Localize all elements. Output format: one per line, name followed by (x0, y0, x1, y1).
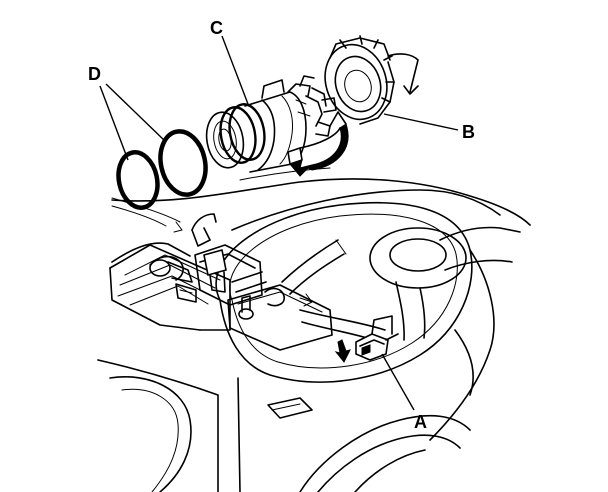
leader-d-lower (99, 85, 129, 161)
leader-d-upper (105, 83, 167, 143)
locking-ring-b (324, 35, 395, 125)
o-ring-lower (116, 150, 160, 210)
left-hose-assembly (111, 242, 197, 303)
fuel-hose (281, 226, 521, 341)
callout-c: C (210, 18, 223, 38)
o-rings-d (116, 129, 208, 210)
pump-module-c (205, 75, 337, 173)
callout-b: B (462, 122, 475, 142)
pump-bracket (194, 244, 386, 351)
guide-lines (111, 167, 331, 227)
callout-a: A (414, 412, 427, 432)
leader-b (383, 113, 459, 131)
leader-a (381, 353, 415, 411)
tank-body (97, 178, 531, 492)
leader-lines (99, 35, 459, 411)
connector-a (334, 315, 399, 363)
leader-c (221, 35, 249, 105)
callout-d: D (88, 64, 101, 84)
o-ring-upper (158, 129, 208, 197)
